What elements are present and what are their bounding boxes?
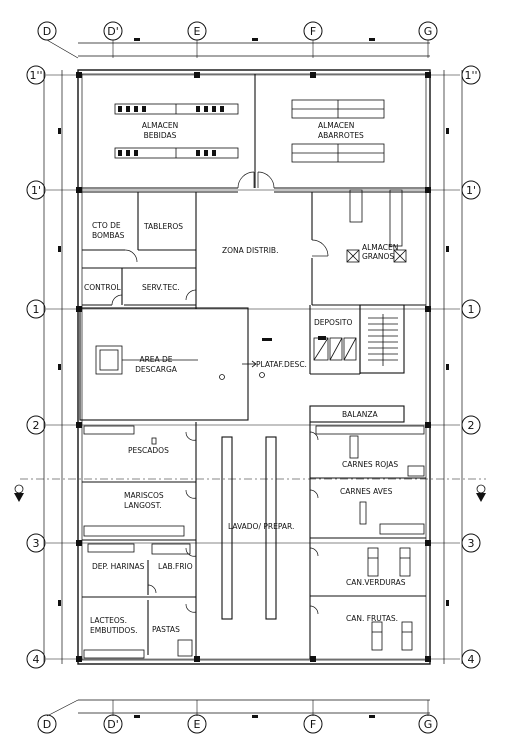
axis-label: 4 <box>468 653 475 666</box>
axis-label: 4 <box>33 653 40 666</box>
door-icon <box>111 171 329 615</box>
room-label-deposito: DEPOSITO <box>314 318 352 327</box>
axis-label: 2 <box>33 419 40 432</box>
room-label-mariscos: MARISCOS <box>124 491 164 500</box>
room-labels: ALMACEN BEBIDAS ALMACEN ABARROTES CTO DE… <box>84 121 406 635</box>
room-label-area-descarga-2: DESCARGA <box>135 365 178 374</box>
grid-lines <box>20 39 486 717</box>
rack-fill <box>118 106 326 341</box>
axis-label: D' <box>107 718 119 731</box>
axis-label: F <box>310 718 316 731</box>
room-label-lab-frio: LAB.FRIO <box>158 562 193 571</box>
shelving <box>83 99 425 659</box>
axis-label: 3 <box>33 537 40 550</box>
room-label-almacen-granos: ALMACEN <box>362 243 398 252</box>
room-label-control: CONTROL <box>84 283 121 292</box>
axis-bubbles-bottom: D D' E F G <box>37 714 438 734</box>
room-label-serv-tec: SERV.TEC. <box>142 283 180 292</box>
room-label-lacteos-2: EMBUTIDOS. <box>90 626 137 635</box>
room-label-tableros: TABLEROS <box>143 222 183 231</box>
dimension-lines <box>43 42 463 714</box>
axis-label: G <box>424 25 433 38</box>
axis-bubbles-right: 1'' 1' 1 2 3 4 <box>461 65 481 669</box>
axis-label: 1'' <box>29 69 42 82</box>
axis-label: E <box>194 25 201 38</box>
room-label-area-descarga: AREA DE <box>139 355 172 364</box>
axis-label: 2 <box>468 419 475 432</box>
axis-bubbles-left: 1'' 1' 1 2 3 4 <box>26 65 46 669</box>
axis-label: D' <box>107 25 119 38</box>
room-label-carnes-aves: CARNES AVES <box>340 487 393 496</box>
axis-label: E <box>194 718 201 731</box>
room-label-pescados: PESCADOS <box>128 446 169 455</box>
interior-walls <box>79 74 426 659</box>
axis-label: 1'' <box>464 69 477 82</box>
columns <box>58 38 449 718</box>
room-label-almacen-bebidas-2: BEBIDAS <box>144 131 177 140</box>
room-label-dep-harinas: DEP. HARINAS <box>92 562 145 571</box>
room-label-almacen-bebidas: ALMACEN <box>142 121 178 130</box>
room-label-lacteos: LACTEOS. <box>90 616 127 625</box>
room-label-pastas: PASTAS <box>152 625 180 634</box>
axis-label: 1 <box>468 303 475 316</box>
room-label-almacen-granos-2: GRANOS <box>362 252 394 261</box>
axis-label: 1' <box>31 184 41 197</box>
room-label-plataf-desc: PLATAF.DESC. <box>256 360 307 369</box>
axis-label: D <box>43 25 51 38</box>
room-label-can-verduras: CAN.VERDURAS <box>346 578 406 587</box>
room-label-can-frutas: CAN. FRUTAS. <box>346 614 398 623</box>
room-label-cto-bombas-2: BOMBAS <box>92 231 125 240</box>
axis-bubbles-top: D D' E F G <box>37 21 438 41</box>
axis-label: 3 <box>468 537 475 550</box>
room-label-zona-distrib: ZONA DISTRIB. <box>222 246 278 255</box>
axis-label: 1' <box>466 184 476 197</box>
room-label-almacen-abarrotes: ALMACEN <box>318 121 354 130</box>
axis-label: D <box>43 718 51 731</box>
axis-label: F <box>310 25 316 38</box>
axis-label: G <box>424 718 433 731</box>
room-label-lavado: LAVADO/ PREPAR. <box>228 522 294 531</box>
room-label-almacen-abarrotes-2: ABARROTES <box>318 131 364 140</box>
arrow-icon <box>219 360 265 380</box>
room-label-mariscos-2: LANGOST. <box>124 501 162 510</box>
room-label-carnes-rojas: CARNES ROJAS <box>342 460 398 469</box>
outer-walls <box>77 69 431 665</box>
section-marker-icon <box>14 484 486 502</box>
room-label-balanza: BALANZA <box>342 410 379 419</box>
axis-label: 1 <box>33 303 40 316</box>
room-label-cto-bombas: CTO DE <box>92 221 121 230</box>
